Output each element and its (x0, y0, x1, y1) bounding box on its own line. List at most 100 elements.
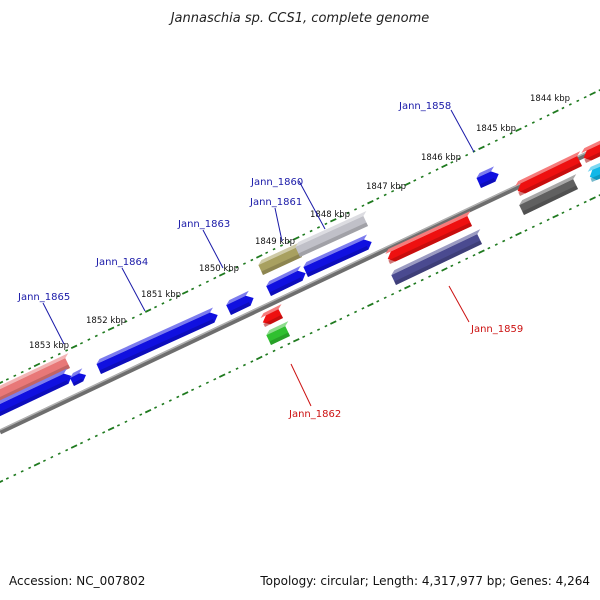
upper-ruler-tick (524, 124, 528, 128)
upper-ruler-tick (124, 320, 128, 323)
upper-ruler-tick (65, 349, 69, 352)
upper-ruler-tick (398, 186, 402, 189)
kbp-ruler-lower (0, 194, 600, 483)
upper-ruler-tick (487, 142, 491, 146)
upper-ruler-tick (302, 233, 306, 236)
upper-ruler-tick (546, 114, 550, 117)
upper-ruler-tick (144, 308, 152, 313)
gene-feature-f17[interactable] (260, 304, 284, 327)
upper-ruler-tick (457, 157, 461, 161)
gene-feature-f10[interactable] (385, 211, 472, 264)
upper-ruler-tick (70, 344, 78, 350)
lower-ruler-tick (265, 353, 269, 356)
upper-ruler-tick (181, 290, 189, 295)
lower-ruler-tick (539, 222, 543, 225)
lower-ruler-tick (168, 399, 172, 402)
gene-label-leader (202, 229, 224, 269)
gene-label-forward[interactable]: Jann_1860 (250, 177, 303, 188)
gene-feature-top-face (519, 174, 577, 206)
gene-label-leader (290, 363, 312, 407)
gene-feature-f13[interactable] (515, 151, 582, 196)
lower-ruler-tick (198, 385, 202, 388)
gene-label-leader (448, 285, 470, 323)
lower-ruler-tick (218, 373, 226, 378)
gene-feature-f12[interactable] (476, 166, 499, 188)
gene-feature-f5[interactable] (226, 290, 254, 315)
gene-label-forward[interactable]: Jann_1861 (249, 197, 302, 208)
upper-ruler-tick (42, 359, 46, 363)
gene-label-forward[interactable]: Jann_1865 (17, 292, 70, 303)
gene-feature-shadow (269, 332, 290, 345)
gene-feature-f11[interactable] (391, 229, 482, 285)
genome-backbone (0, 145, 600, 435)
upper-ruler-tick (316, 226, 321, 229)
gene-label-leader (274, 207, 283, 242)
lower-ruler-tick (256, 355, 263, 361)
gene-feature-f18[interactable] (266, 321, 290, 345)
gene-feature-top-face (581, 140, 600, 154)
gene-label-reverse[interactable]: Jann_1859 (470, 324, 523, 335)
gene-feature-shadow (479, 178, 496, 188)
upper-ruler-tick (218, 272, 226, 277)
lower-ruler-tick (346, 314, 350, 317)
topology-text: Topology: circular; Length: 4,317,977 bp… (260, 574, 590, 588)
gene-feature-top-face (587, 162, 600, 172)
lower-ruler-tick (457, 261, 461, 264)
gene-feature-shadow (590, 174, 600, 182)
upper-ruler-tick (154, 305, 158, 309)
lower-ruler-tick (107, 426, 115, 432)
lower-ruler-tick (441, 267, 448, 272)
upper-ruler-tick (256, 254, 263, 259)
upper-ruler-tick (539, 117, 543, 121)
gene-label-forward[interactable]: Jann_1863 (177, 219, 230, 230)
gene-features (0, 139, 600, 419)
lower-ruler-tick (235, 367, 239, 370)
gene-feature-f4[interactable] (96, 307, 218, 375)
gene-feature-f14[interactable] (519, 174, 578, 215)
lower-ruler-tick (131, 416, 135, 420)
upper-ruler-tick (198, 284, 202, 287)
lower-ruler-tick (589, 196, 596, 201)
kbp-label: 1851 kbp (141, 290, 181, 300)
gene-feature-f8[interactable] (295, 211, 368, 257)
gene-feature-f7[interactable] (266, 265, 306, 296)
gene-feature-top-face (391, 229, 481, 276)
gene-label-leader (42, 302, 65, 345)
gene-feature-f2[interactable] (0, 368, 72, 419)
lower-ruler-tick (428, 275, 432, 278)
kbp-label: 1845 kbp (476, 124, 516, 134)
gene-feature-f15[interactable] (581, 139, 600, 163)
gene-feature-body (387, 216, 472, 262)
lower-ruler-tick (494, 243, 498, 246)
lower-ruler-tick (42, 459, 46, 463)
lower-ruler-tick (383, 296, 387, 300)
lower-ruler-tick (302, 335, 306, 339)
gene-feature-top-face (258, 242, 301, 265)
gene-feature-shadow (261, 253, 302, 275)
lower-ruler-tick (94, 434, 98, 438)
gene-label-reverse[interactable]: Jann_1862 (288, 409, 341, 420)
gene-feature-shadow (584, 152, 600, 163)
lower-ruler-tick (509, 236, 513, 239)
upper-ruler-tick (354, 208, 358, 211)
upper-ruler-tick (265, 251, 269, 255)
gene-label-forward[interactable]: Jann_1864 (95, 257, 148, 268)
gene-feature-f1[interactable] (0, 353, 70, 407)
lower-ruler-tick (324, 324, 328, 328)
upper-ruler-tick (450, 161, 454, 164)
lower-ruler-tick (465, 257, 469, 261)
gene-feature-f9[interactable] (303, 234, 372, 278)
lower-ruler-tick (524, 229, 528, 232)
gene-label-forward[interactable]: Jann_1858 (398, 101, 451, 112)
upper-ruler-tick (589, 91, 596, 96)
lower-ruler-tick (398, 289, 402, 292)
upper-ruler-tick (235, 265, 239, 269)
lower-ruler-tick (293, 338, 300, 343)
upper-ruler-tick (346, 211, 350, 215)
upper-ruler-tick (191, 287, 195, 291)
gene-feature-f3[interactable] (70, 368, 86, 386)
gene-feature-f6[interactable] (258, 242, 302, 275)
upper-ruler-tick (116, 323, 121, 327)
gene-feature-f16[interactable] (587, 161, 600, 182)
